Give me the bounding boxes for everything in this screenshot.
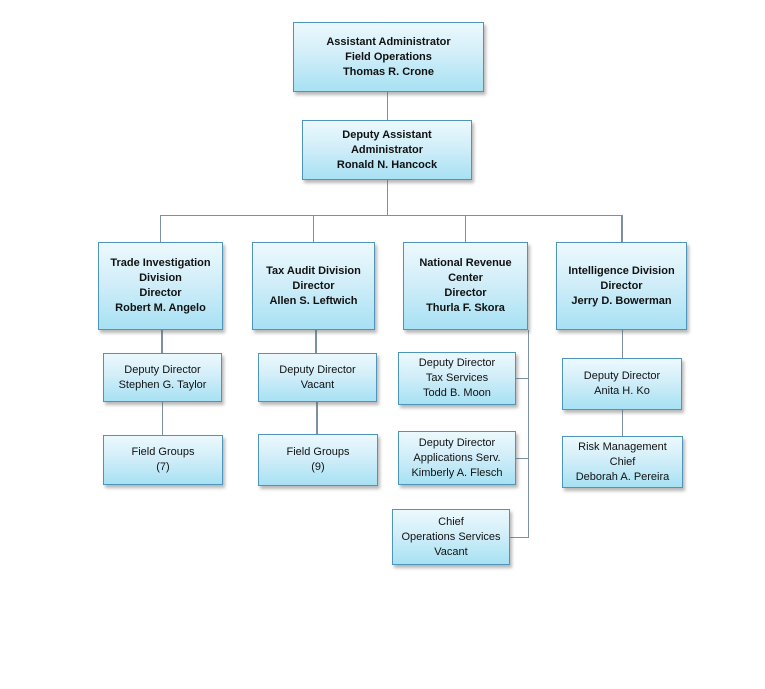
connector-drop-nrc: [464, 215, 466, 242]
connector-trade-deputy-to-field-groups: [161, 402, 163, 435]
org-node-tax-audit-field-groups: Field Groups (9): [258, 434, 378, 486]
connector-drop-tax-audit: [312, 215, 314, 242]
org-node-national-revenue-center: National Revenue Center Director Thurla …: [403, 242, 528, 330]
connector-tax-audit-to-deputy: [315, 330, 317, 353]
org-node-tax-audit-division: Tax Audit Division Director Allen S. Lef…: [252, 242, 375, 330]
connector-stub-tax-services: [516, 377, 528, 379]
connector-nrc-rail-vertical: [527, 330, 529, 538]
org-node-assistant-administrator: Assistant Administrator Field Operations…: [293, 22, 484, 92]
connector-tax-audit-deputy-to-field-groups: [316, 402, 318, 434]
org-node-deputy-assistant-administrator: Deputy Assistant Administrator Ronald N.…: [302, 120, 472, 180]
org-node-intelligence-deputy-director: Deputy Director Anita H. Ko: [562, 358, 682, 410]
connector-deputy-to-trunk: [386, 180, 388, 215]
connector-intelligence-to-deputy: [621, 330, 623, 358]
org-node-nrc-deputy-director-tax-services: Deputy Director Tax Services Todd B. Moo…: [398, 352, 516, 405]
connector-trunk-horizontal: [159, 214, 623, 216]
connector-drop-intelligence: [621, 215, 623, 242]
org-node-tax-audit-deputy-director: Deputy Director Vacant: [258, 353, 377, 402]
connector-intelligence-deputy-to-risk: [621, 410, 623, 436]
org-node-nrc-deputy-director-applications: Deputy Director Applications Serv. Kimbe…: [398, 431, 516, 485]
org-node-risk-management-chief: Risk Management Chief Deborah A. Pereira: [562, 436, 683, 488]
org-node-nrc-chief-operations-services: Chief Operations Services Vacant: [392, 509, 510, 565]
connector-stub-applications: [516, 457, 528, 459]
connector-trade-to-deputy: [161, 330, 163, 353]
connector-stub-operations: [510, 536, 529, 538]
connector-root-to-deputy: [386, 92, 388, 120]
org-node-trade-deputy-director: Deputy Director Stephen G. Taylor: [103, 353, 222, 402]
org-node-trade-investigation-division: Trade Investigation Division Director Ro…: [98, 242, 223, 330]
org-node-trade-field-groups: Field Groups (7): [103, 435, 223, 485]
org-node-intelligence-division: Intelligence Division Director Jerry D. …: [556, 242, 687, 330]
connector-drop-trade: [159, 215, 161, 242]
